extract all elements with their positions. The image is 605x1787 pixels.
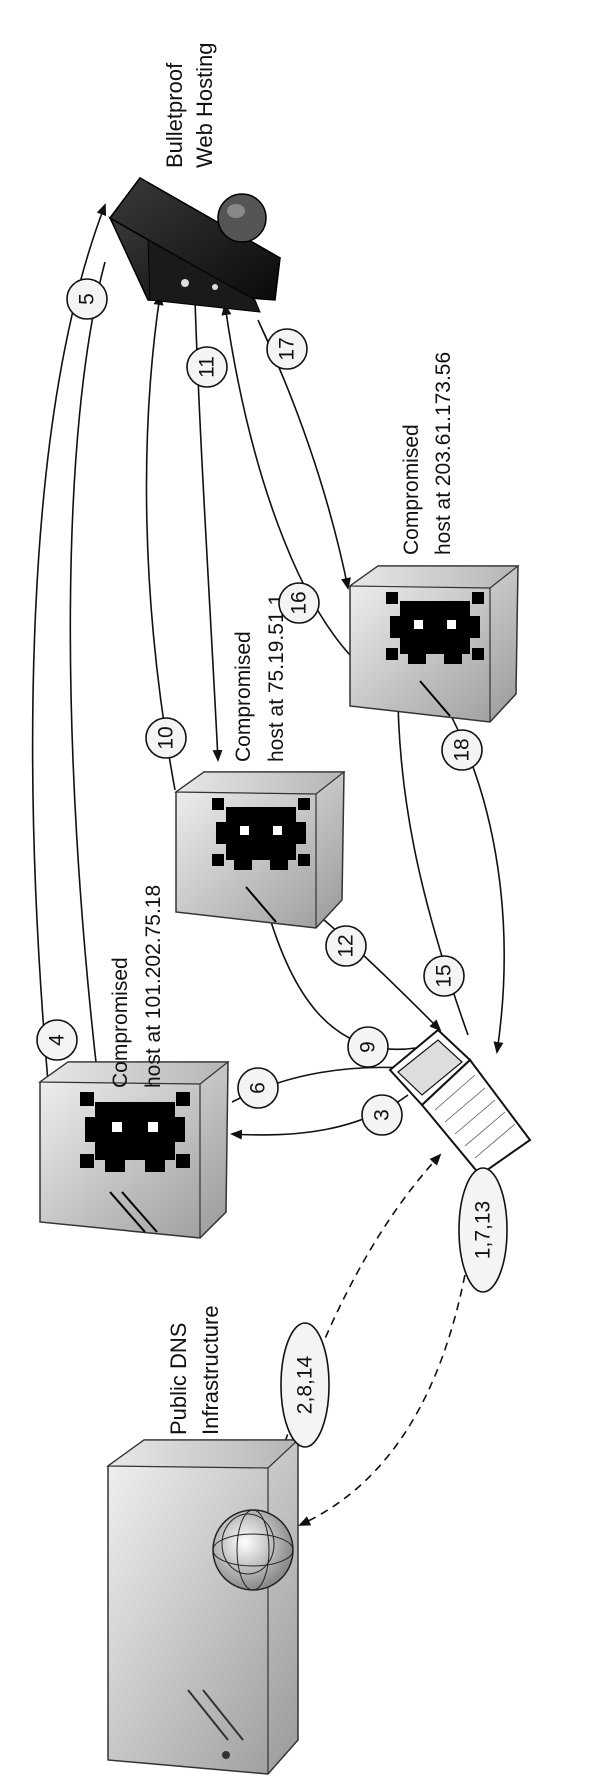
host1-label-2: host at 101.202.75.18 xyxy=(142,885,165,1088)
bulletproof-label-1: Bulletproof xyxy=(162,62,187,168)
malware-invader-icon xyxy=(386,592,484,664)
dns-label-1: Public DNS xyxy=(166,1323,191,1435)
step-9-label: 9 xyxy=(357,1041,380,1053)
step-5-label: 5 xyxy=(76,293,99,305)
host3-label-2: host at 203.61.173.56 xyxy=(432,352,455,555)
bulletproof-label-2: Web Hosting xyxy=(192,42,217,168)
dns-label-2: Infrastructure xyxy=(198,1305,223,1435)
arrow-10 xyxy=(146,295,175,790)
host1-label-1: Compromised xyxy=(109,957,132,1088)
malware-invader-icon xyxy=(212,798,310,870)
step-15-label: 15 xyxy=(433,964,456,987)
step-3-label: 3 xyxy=(371,1109,394,1121)
step-4-label: 4 xyxy=(46,1034,69,1046)
host2-label-2: host at 75.19.51.1 xyxy=(265,594,288,762)
compromised-host-2 xyxy=(176,772,344,928)
host3-label-1: Compromised xyxy=(400,424,423,555)
step-18-label: 18 xyxy=(451,738,474,761)
step-2-8-14-label: 2,8,14 xyxy=(294,1355,317,1414)
dns-server xyxy=(108,1440,298,1774)
arrow-5 xyxy=(70,262,105,1080)
arrow-4 xyxy=(33,205,105,1082)
arrow-1-7-13 xyxy=(300,1150,480,1525)
step-1-7-13-label: 1,7,13 xyxy=(472,1201,495,1259)
compromised-host-3 xyxy=(350,566,518,722)
globe-icon xyxy=(213,1510,293,1590)
step-11-label: 11 xyxy=(196,356,219,378)
step-12-label: 12 xyxy=(335,934,358,957)
compromised-host-1 xyxy=(40,1062,228,1238)
malware-invader-icon xyxy=(80,1092,190,1172)
bulletproof-server xyxy=(110,178,280,312)
step-17-label: 17 xyxy=(276,337,299,360)
step-10-label: 10 xyxy=(155,726,178,749)
dome-icon xyxy=(218,194,266,242)
step-16-label: 16 xyxy=(288,591,311,614)
laptop-icon xyxy=(390,1030,530,1175)
step-6-label: 6 xyxy=(247,1082,270,1094)
host2-label-1: Compromised xyxy=(232,631,255,762)
